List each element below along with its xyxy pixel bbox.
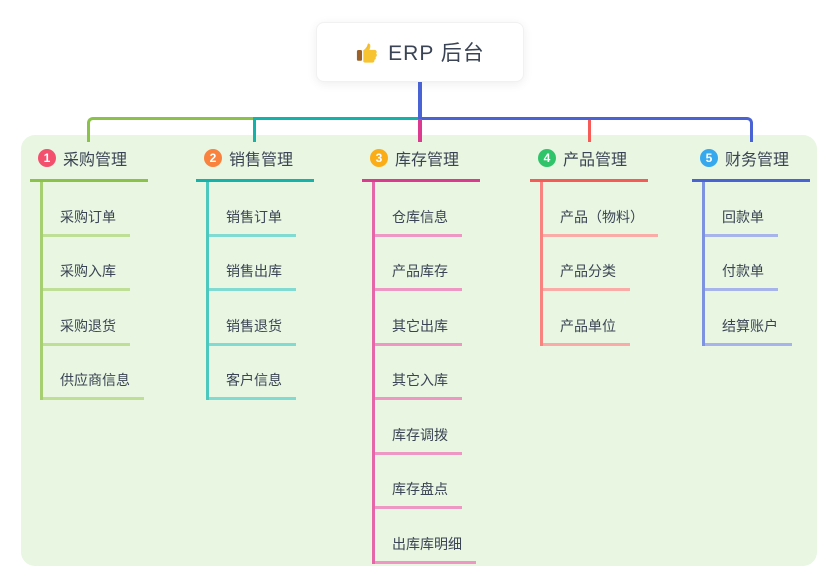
child-node-label: 供应商信息 xyxy=(60,372,130,388)
child-node[interactable]: 回款单 xyxy=(705,182,778,237)
child-node-label: 付款单 xyxy=(722,263,764,279)
child-node[interactable]: 库存调拨 xyxy=(375,400,462,455)
child-node[interactable]: 客户信息 xyxy=(209,346,296,400)
child-node[interactable]: 库存盘点 xyxy=(375,455,462,509)
child-node-label: 销售退货 xyxy=(226,317,282,334)
thumbs-up-icon xyxy=(357,41,378,63)
child-node[interactable]: 仓库信息 xyxy=(375,182,462,237)
child-node-label: 结算账户 xyxy=(722,317,778,334)
branch-number-badge: 3 xyxy=(370,149,388,167)
branch-number-badge: 2 xyxy=(204,149,222,167)
child-node[interactable]: 销售退货 xyxy=(209,291,296,346)
branch-header-2[interactable]: 2 销售管理 xyxy=(196,146,314,182)
branch-label: 采购管理 xyxy=(63,152,128,169)
child-node[interactable]: 其它出库 xyxy=(375,291,462,346)
branch-label: 财务管理 xyxy=(725,152,790,169)
branch-number-badge: 4 xyxy=(538,149,556,167)
child-node-label: 库存调拨 xyxy=(392,426,448,443)
branch-number-badge: 5 xyxy=(700,149,718,167)
branch-children: 仓库信息产品库存其它出库其它入库库存调拨库存盘点出库库明细 xyxy=(372,182,480,564)
child-node[interactable]: 销售订单 xyxy=(209,182,296,237)
connector-root-stem xyxy=(418,82,422,120)
root-node[interactable]: ERP 后台 xyxy=(316,22,524,82)
child-node-label: 产品库存 xyxy=(392,263,448,279)
connector-branch-2 xyxy=(253,117,422,142)
child-node[interactable]: 产品（物料） xyxy=(543,182,658,237)
branch-5: 5 财务管理回款单付款单结算账户 xyxy=(692,146,810,346)
child-node[interactable]: 销售出库 xyxy=(209,237,296,291)
child-node-label: 出库库明细 xyxy=(392,535,462,552)
branch-label: 产品管理 xyxy=(563,152,628,169)
child-node[interactable]: 采购退货 xyxy=(43,291,130,346)
child-node[interactable]: 产品库存 xyxy=(375,237,462,291)
child-node[interactable]: 产品分类 xyxy=(543,237,630,291)
child-node-label: 销售订单 xyxy=(226,208,282,225)
mindmap-panel xyxy=(21,135,817,566)
child-node[interactable]: 产品单位 xyxy=(543,291,630,346)
child-node-label: 采购退货 xyxy=(60,317,116,334)
connector-branch-5 xyxy=(418,117,753,142)
child-node[interactable]: 付款单 xyxy=(705,237,778,291)
child-node[interactable]: 采购订单 xyxy=(43,182,130,237)
branch-2: 2 销售管理销售订单销售出库销售退货客户信息 xyxy=(196,146,314,400)
branch-children: 销售订单销售出库销售退货客户信息 xyxy=(206,182,314,400)
branch-header-5[interactable]: 5 财务管理 xyxy=(692,146,810,182)
child-node-label: 其它出库 xyxy=(392,317,448,334)
child-node[interactable]: 结算账户 xyxy=(705,291,792,346)
child-node-label: 回款单 xyxy=(722,208,764,225)
branch-header-1[interactable]: 1 采购管理 xyxy=(30,146,148,182)
child-node-label: 产品（物料） xyxy=(560,208,644,225)
child-node-label: 产品单位 xyxy=(560,317,616,334)
branch-label: 库存管理 xyxy=(395,152,460,169)
child-node-label: 其它入库 xyxy=(392,372,448,388)
branch-label: 销售管理 xyxy=(229,152,294,169)
child-node-label: 采购订单 xyxy=(60,208,116,225)
branch-4: 4 产品管理产品（物料） 产品分类产品单位 xyxy=(530,146,658,346)
child-node-label: 采购入库 xyxy=(60,263,116,279)
child-node[interactable]: 出库库明细 xyxy=(375,509,476,564)
child-node[interactable]: 其它入库 xyxy=(375,346,462,400)
branch-3: 3 库存管理仓库信息产品库存其它出库其它入库库存调拨库存盘点出库库明细 xyxy=(362,146,480,564)
branch-number-badge: 1 xyxy=(38,149,56,167)
root-node-label: ERP 后台 xyxy=(388,42,485,65)
child-node-label: 客户信息 xyxy=(226,372,282,388)
child-node-label: 产品分类 xyxy=(560,263,616,279)
branch-header-4[interactable]: 4 产品管理 xyxy=(530,146,648,182)
branch-children: 回款单付款单结算账户 xyxy=(702,182,810,346)
connector-branch-3 xyxy=(418,119,422,142)
branch-1: 1 采购管理采购订单采购入库采购退货供应商信息 xyxy=(30,146,148,400)
branch-children: 产品（物料） 产品分类产品单位 xyxy=(540,182,658,346)
branch-children: 采购订单采购入库采购退货供应商信息 xyxy=(40,182,148,400)
child-node-label: 销售出库 xyxy=(226,263,282,279)
child-node[interactable]: 采购入库 xyxy=(43,237,130,291)
branch-header-3[interactable]: 3 库存管理 xyxy=(362,146,480,182)
child-node-label: 库存盘点 xyxy=(392,481,448,497)
child-node-label: 仓库信息 xyxy=(392,208,448,225)
child-node[interactable]: 供应商信息 xyxy=(43,346,144,400)
